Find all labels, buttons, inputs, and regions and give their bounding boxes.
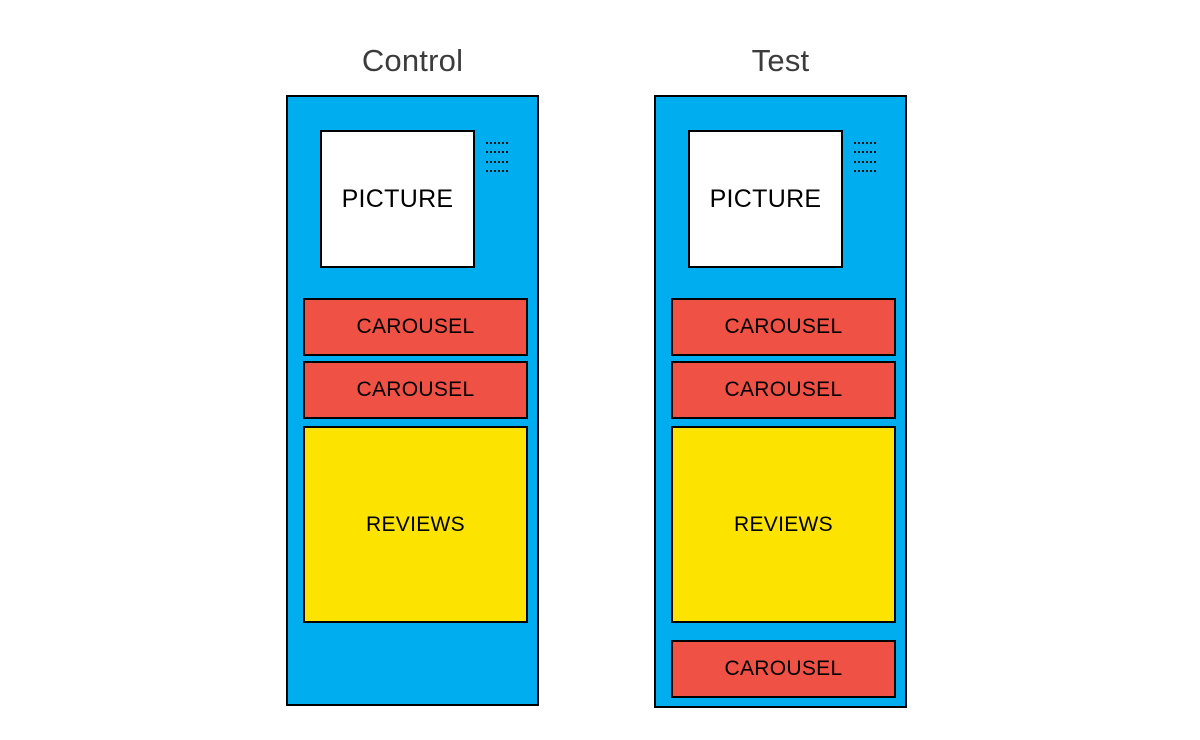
test-carousel-2-label: CAROUSEL (724, 378, 843, 401)
control-carousel-2-block[interactable]: CAROUSEL (303, 361, 528, 419)
test-carousel-2-block[interactable]: CAROUSEL (671, 361, 896, 419)
control-reviews-block[interactable]: REVIEWS (303, 426, 528, 623)
variant-title-test: Test (751, 43, 810, 78)
phone-frame-test: PICTURE CAROUSEL CAROUSEL REVIEWS CAROUSEL (654, 95, 907, 708)
control-carousel-1-block[interactable]: CAROUSEL (303, 298, 528, 356)
test-carousel-1-block[interactable]: CAROUSEL (671, 298, 896, 356)
text-placeholder-line (486, 151, 510, 154)
test-reviews-label: REVIEWS (734, 512, 833, 536)
variant-title-control: Control (361, 43, 464, 78)
test-picture-block[interactable]: PICTURE (688, 130, 843, 268)
test-reviews-block[interactable]: REVIEWS (671, 426, 896, 623)
text-placeholder-line (486, 142, 510, 144)
text-placeholder-line (854, 160, 878, 163)
text-placeholder-line (854, 151, 878, 154)
test-carousel-1-label: CAROUSEL (724, 315, 843, 338)
text-placeholder-lines-test (854, 142, 878, 172)
text-placeholder-line (854, 142, 878, 144)
test-picture-label: PICTURE (709, 184, 822, 213)
phone-frame-control: PICTURE CAROUSEL CAROUSEL REVIEWS (286, 95, 539, 706)
control-reviews-label: REVIEWS (366, 512, 465, 536)
text-placeholder-line (854, 169, 878, 172)
control-picture-label: PICTURE (341, 184, 454, 213)
text-placeholder-line (486, 160, 510, 163)
text-placeholder-lines-control (486, 142, 510, 172)
test-carousel-3-block[interactable]: CAROUSEL (671, 640, 896, 698)
text-placeholder-line (486, 169, 510, 172)
control-carousel-2-label: CAROUSEL (356, 378, 475, 401)
control-carousel-1-label: CAROUSEL (356, 315, 475, 338)
control-picture-block[interactable]: PICTURE (320, 130, 475, 268)
test-carousel-3-label: CAROUSEL (724, 657, 843, 680)
